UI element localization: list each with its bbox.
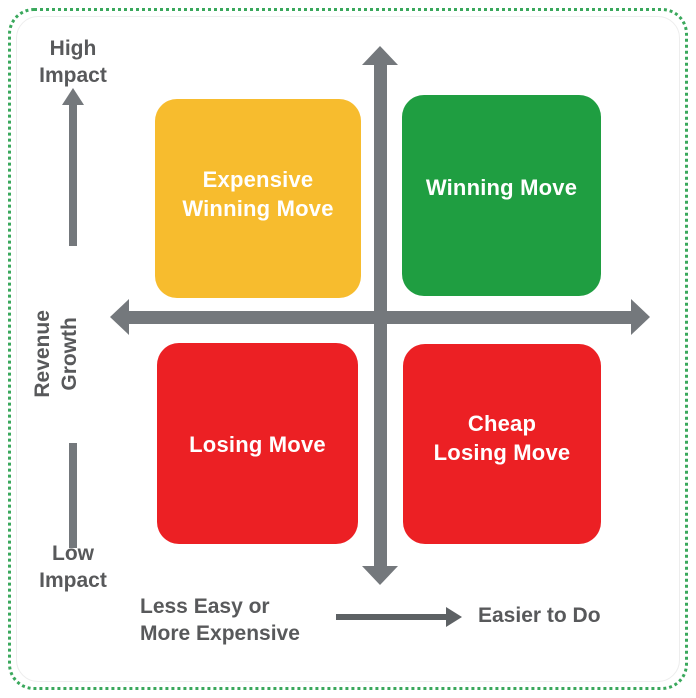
impact-axis-lower-segment (69, 443, 77, 548)
quadrant-label: Losing Move (189, 432, 326, 457)
quadrant-label: Expensive Winning Move (182, 167, 334, 222)
revenue-growth-label: Revenue Growth (31, 310, 81, 398)
impact-axis-upper-segment (69, 104, 77, 246)
quadrant-expensive-winning-move[interactable]: Expensive Winning Move (155, 99, 361, 298)
horizontal-axis-left-arrow-icon (110, 299, 129, 335)
impact-axis-up-arrow-icon (62, 88, 84, 105)
less-easy-more-expensive-label: Less Easy or More Expensive (140, 595, 300, 645)
quadrant-losing-move[interactable]: Losing Move (157, 343, 358, 544)
vertical-axis-up-arrow-icon (362, 46, 398, 65)
high-impact-label: High Impact (39, 37, 107, 87)
horizontal-axis-right-arrow-icon (631, 299, 650, 335)
low-impact-label: Low Impact (39, 542, 107, 592)
quadrant-cheap-losing-move[interactable]: Cheap Losing Move (403, 344, 601, 544)
vertical-axis-down-arrow-icon (362, 566, 398, 585)
horizontal-axis-line (128, 311, 636, 324)
bottom-axis-arrow-head-icon (446, 607, 462, 627)
dotted-outer-frame (8, 8, 688, 690)
easier-to-do-label: Easier to Do (478, 604, 601, 627)
quadrant-winning-move[interactable]: Winning Move (402, 95, 601, 296)
quadrant-label: Cheap Losing Move (433, 411, 571, 466)
quadrant-label: Winning Move (425, 175, 578, 200)
bottom-axis-arrow-line (336, 614, 446, 620)
